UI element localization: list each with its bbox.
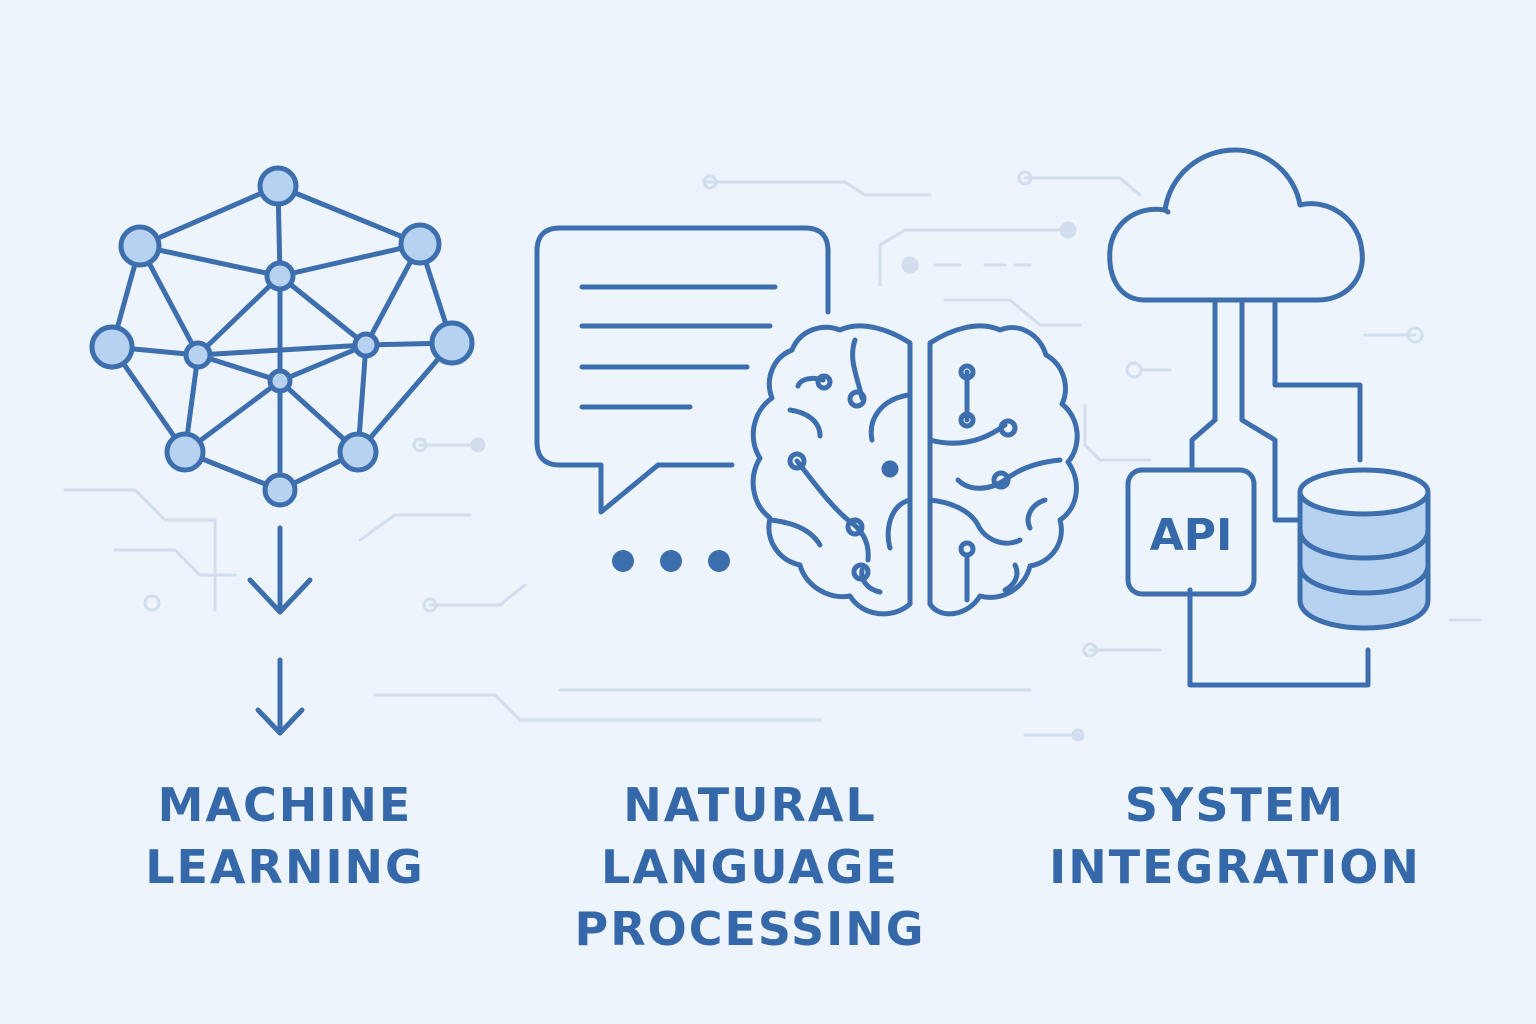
label-line: LEARNING (145, 840, 425, 894)
section-label-machine-learning: MACHINE LEARNING (140, 774, 430, 898)
ellipsis-icon (612, 550, 730, 572)
label-line: SYSTEM (1124, 778, 1346, 832)
api-label: API (1150, 510, 1233, 561)
circuit-traces (63, 170, 1482, 742)
cloud-icon (1107, 147, 1365, 303)
speech-bubble-icon (534, 225, 831, 515)
down-arrow-icon (255, 657, 305, 736)
label-line: MACHINE (157, 778, 413, 832)
section-label-system-integration: SYSTEM INTEGRATION (1040, 774, 1430, 898)
database-icon (1297, 467, 1431, 631)
connector-lines (1187, 297, 1371, 688)
label-line: NATURAL (623, 778, 877, 832)
api-box-icon: API (1125, 467, 1257, 597)
label-line: LANGUAGE (601, 840, 899, 894)
section-label-natural-language-processing: NATURAL LANGUAGE PROCESSING (565, 774, 935, 960)
neural-network-icon (89, 165, 475, 508)
brain-icon (750, 323, 1080, 617)
label-line: INTEGRATION (1049, 840, 1421, 894)
label-line: PROCESSING (574, 902, 926, 956)
down-arrow-icon (247, 525, 313, 615)
